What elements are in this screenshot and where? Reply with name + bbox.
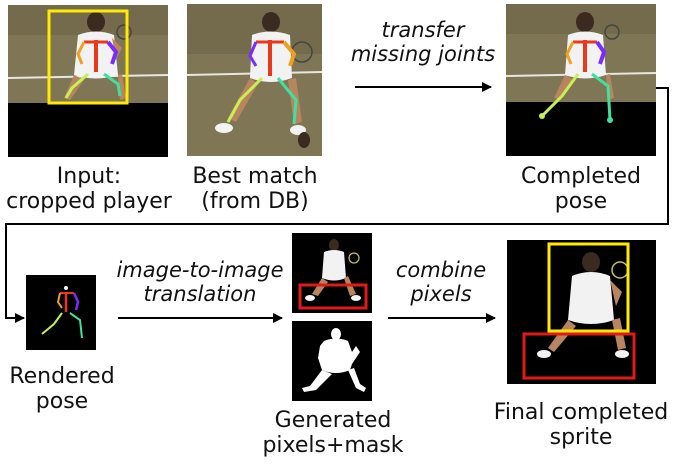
wrap-around-connector xyxy=(5,87,669,323)
final-feet-box xyxy=(522,332,636,380)
final-sprite-caption: Final completed sprite xyxy=(493,400,669,451)
final-sprite-image xyxy=(507,240,656,384)
input-caption: Input: cropped player xyxy=(6,164,172,215)
combine-step-label: combine pixels xyxy=(395,258,487,307)
generated-mask-image xyxy=(292,321,372,401)
transfer-step-label: transfer missing joints xyxy=(350,18,496,67)
translation-step-label: image-to-image translation xyxy=(116,258,284,307)
final-crop-box xyxy=(547,242,630,333)
completed-pose-caption: Completed pose xyxy=(521,164,641,215)
best-match-caption: Best match (from DB) xyxy=(192,164,318,215)
generated-feet-box xyxy=(298,283,368,310)
best-match-image xyxy=(186,4,323,156)
completed-pose-image xyxy=(505,4,657,156)
rendered-pose-image xyxy=(26,275,96,350)
input-crop-box xyxy=(47,9,129,105)
generated-pixels-image xyxy=(292,233,372,313)
rendered-pose-caption: Rendered pose xyxy=(9,364,115,415)
input-cropped-player-image xyxy=(7,5,169,157)
generated-caption: Generated pixels+mask xyxy=(262,408,404,459)
